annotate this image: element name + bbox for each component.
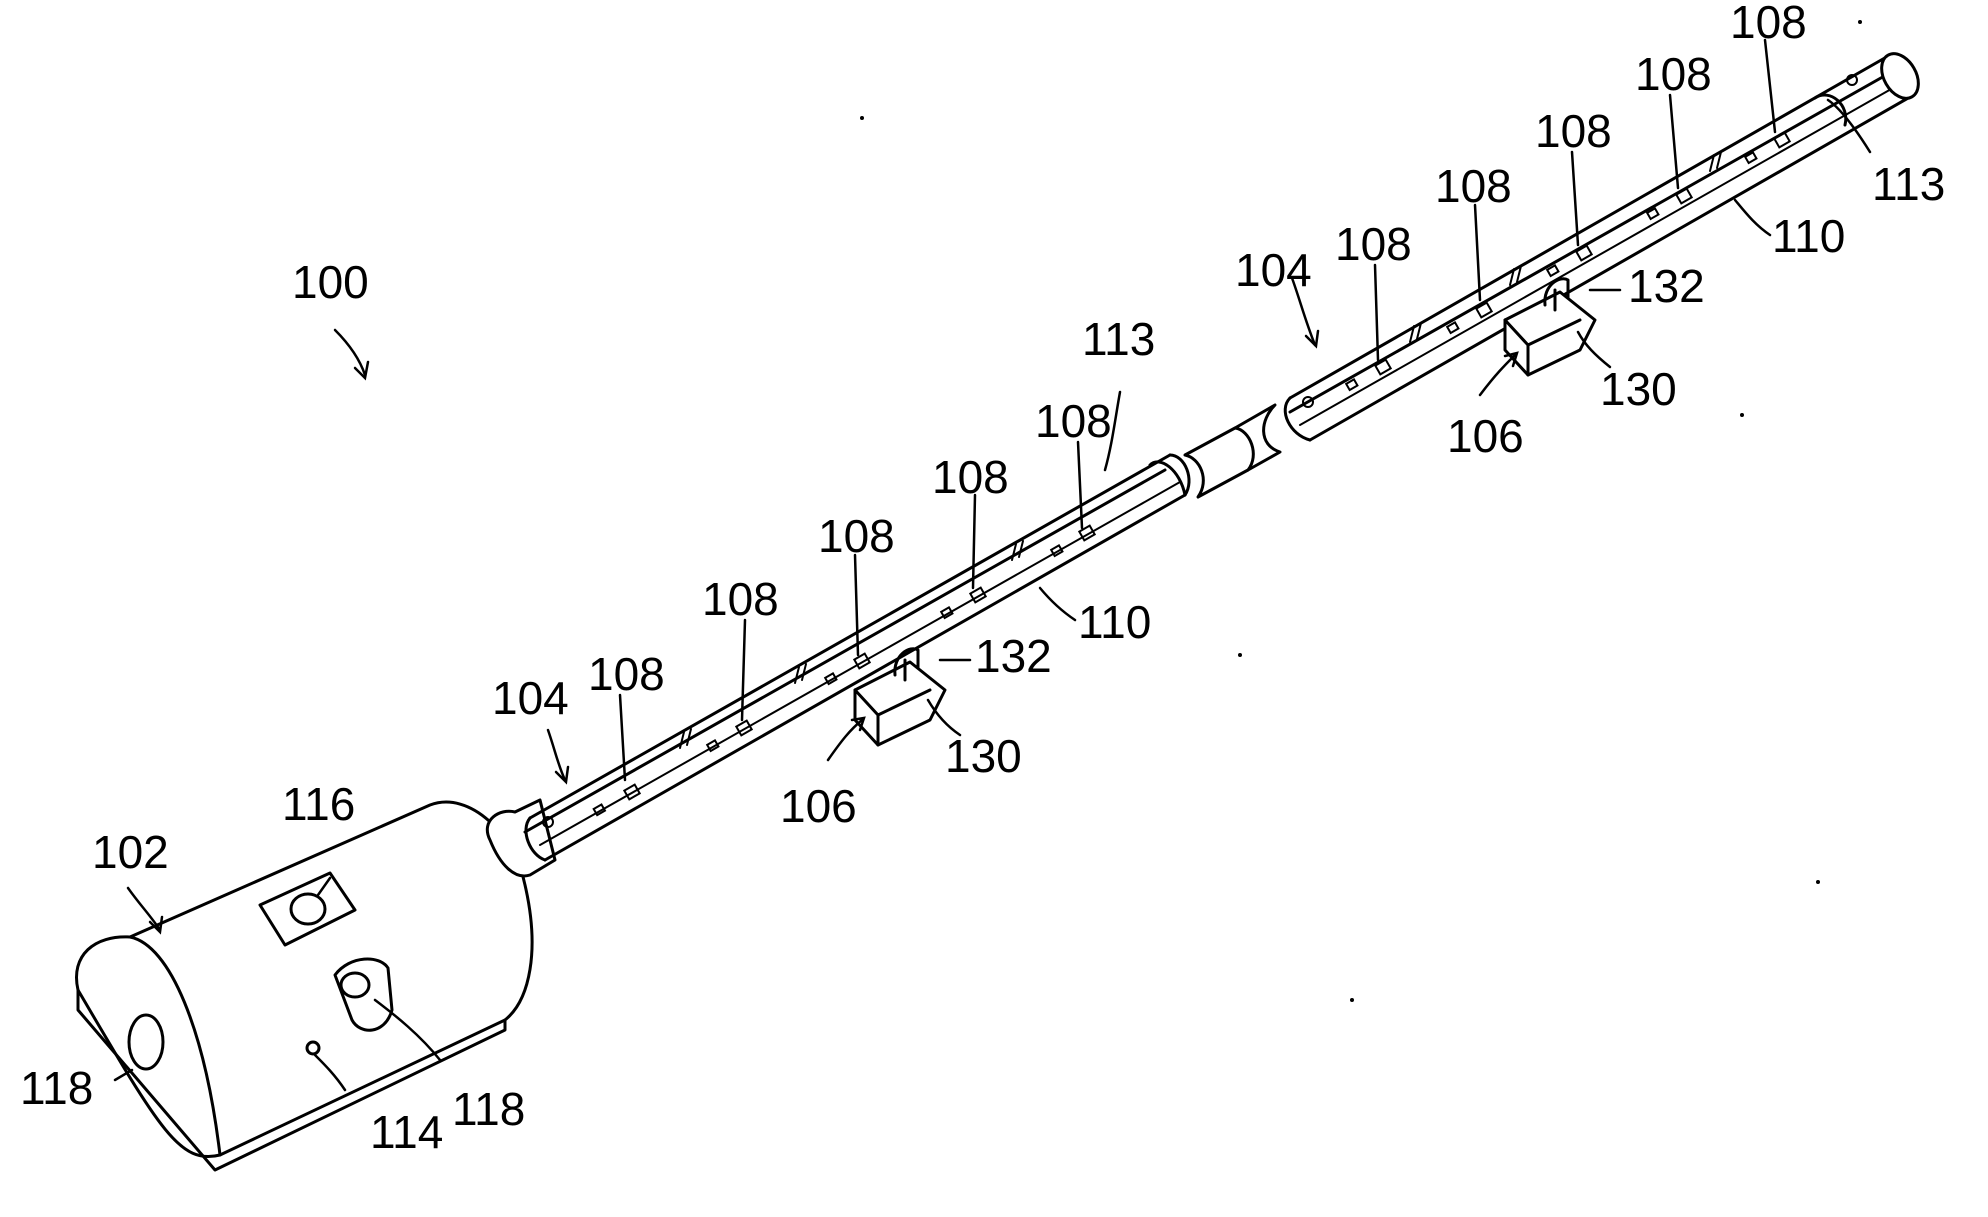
label-led-2: 108 xyxy=(702,573,779,625)
label-base-a: 130 xyxy=(945,730,1022,782)
label-led-4: 108 xyxy=(932,451,1009,503)
label-circuit-b: 110 xyxy=(1772,210,1845,262)
label-sensor: 114 xyxy=(370,1106,443,1158)
middle-joint xyxy=(1185,428,1253,497)
mounting-clip-2 xyxy=(1505,279,1595,375)
label-led-3: 108 xyxy=(818,510,895,562)
label-circuit-a: 110 xyxy=(1078,596,1151,648)
label-led-8: 108 xyxy=(1535,105,1612,157)
label-led-7: 108 xyxy=(1435,160,1512,212)
strip-2-end xyxy=(1874,47,1926,105)
label-clip-b: 106 xyxy=(1447,410,1524,462)
label-strip-a: 104 xyxy=(492,672,569,724)
label-endcap-b: 113 xyxy=(1872,158,1945,210)
label-port-front: 118 xyxy=(20,1062,93,1114)
label-led-1: 108 xyxy=(588,648,665,700)
label-hook-a: 132 xyxy=(975,630,1052,682)
label-led-5: 108 xyxy=(1035,395,1112,447)
label-hook-b: 132 xyxy=(1628,260,1705,312)
label-strip-b: 104 xyxy=(1235,244,1312,296)
strip-1-endcap-113 xyxy=(1170,455,1189,495)
label-led-9: 108 xyxy=(1635,48,1712,100)
label-led-6: 108 xyxy=(1335,218,1412,270)
label-clip-a: 106 xyxy=(780,780,857,832)
label-led-10: 108 xyxy=(1730,0,1807,48)
label-base-b: 130 xyxy=(1600,363,1677,415)
label-system: 100 xyxy=(292,256,369,308)
label-switch: 116 xyxy=(282,778,355,830)
label-housing: 102 xyxy=(92,826,169,878)
label-port-side: 118 xyxy=(452,1083,525,1135)
label-endcap-a: 113 xyxy=(1082,313,1155,365)
